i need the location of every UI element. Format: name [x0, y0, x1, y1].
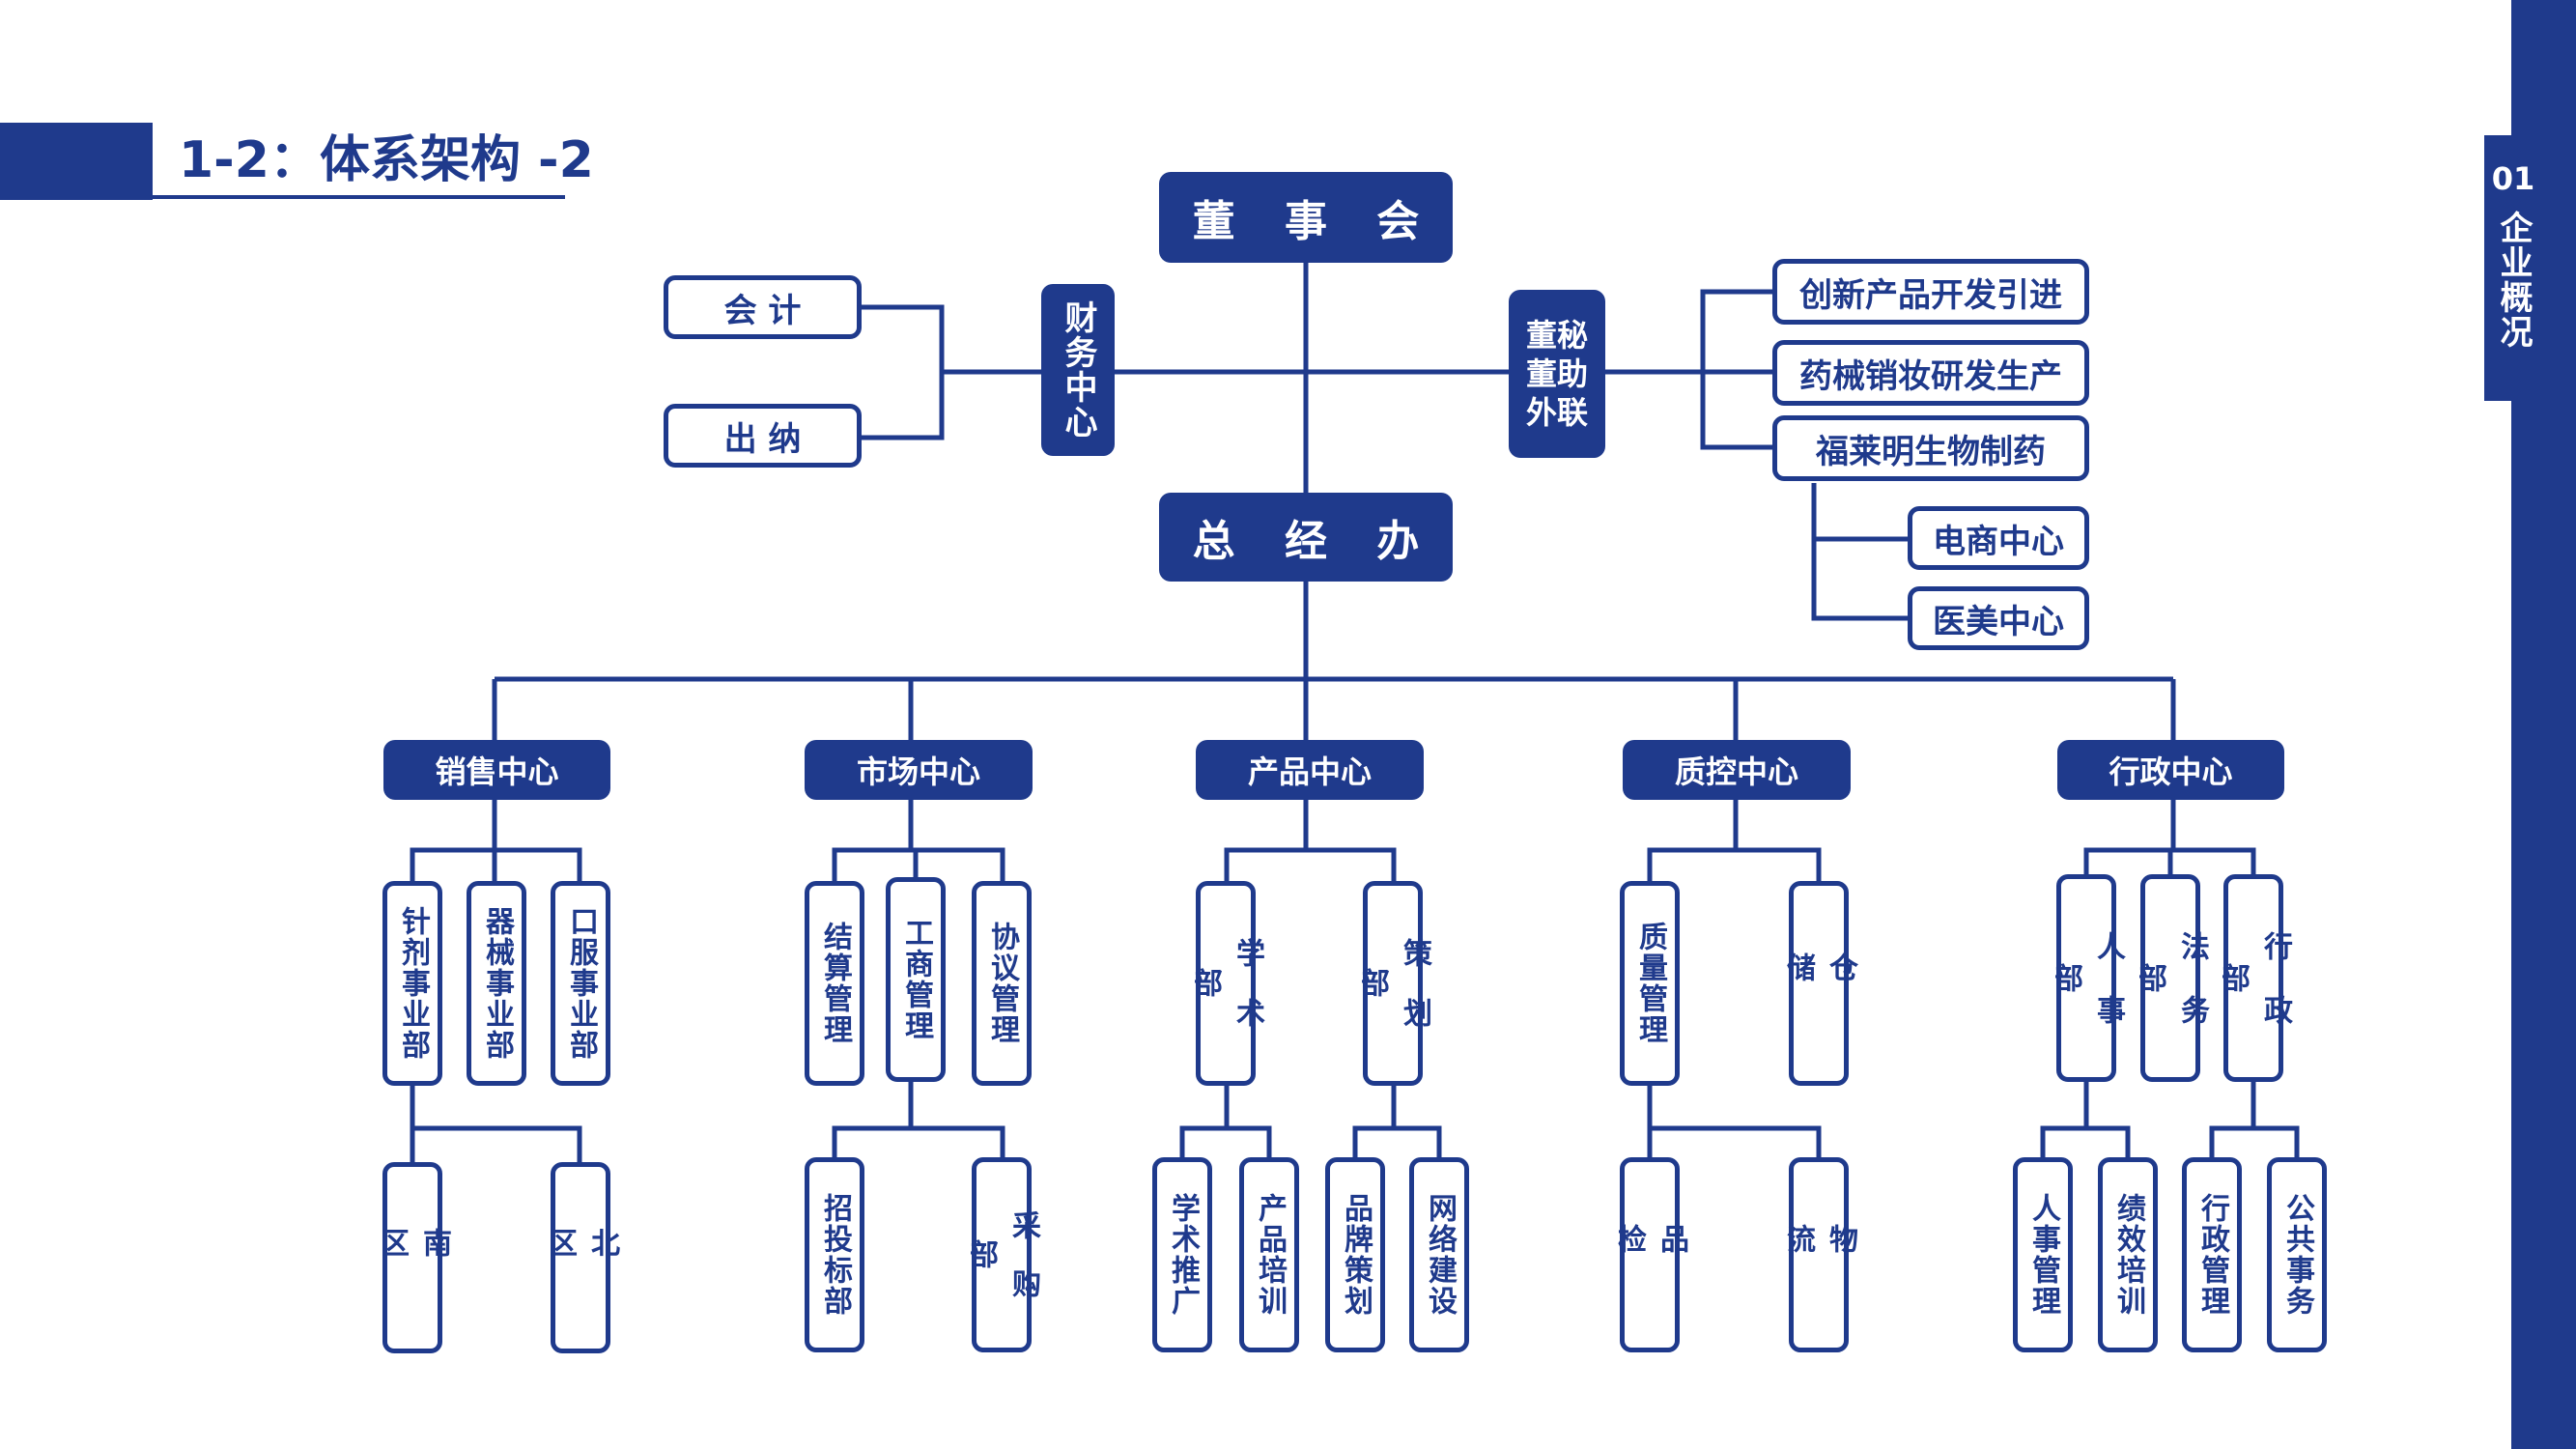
- product-brand-planning: 品牌策划: [1325, 1157, 1385, 1352]
- market-dept-agreement: 协议管理: [972, 881, 1032, 1086]
- header-accent-bar: [0, 123, 153, 200]
- section-label: 企业概况: [2494, 211, 2533, 350]
- market-dept-settlement: 结算管理: [805, 881, 864, 1086]
- sales-south-region: 南区: [375, 1162, 451, 1353]
- fulaiming-node: 福莱明生物制药: [1772, 415, 2089, 481]
- quality-logistics: 物流: [1781, 1157, 1857, 1352]
- product-dept-planning: 策划部: [1355, 881, 1431, 1086]
- finance-cashier-node: 出 纳: [664, 404, 862, 468]
- product-center-node: 产品中心: [1196, 740, 1424, 800]
- quality-dept-management: 质量管理: [1620, 881, 1680, 1086]
- innovation-node: 创新产品开发引进: [1772, 259, 2089, 325]
- product-network-building: 网络建设: [1409, 1157, 1469, 1352]
- market-bidding: 招投标部: [805, 1157, 864, 1352]
- admin-administrative-management: 行政管理: [2182, 1157, 2242, 1352]
- admin-hr-management: 人事管理: [2013, 1157, 2073, 1352]
- product-dept-academic: 学术部: [1188, 881, 1264, 1086]
- gm-office-node: 总 经 办: [1159, 493, 1453, 582]
- board-node: 董 事 会: [1159, 172, 1453, 263]
- admin-dept-legal: 法务部: [2133, 874, 2209, 1082]
- market-dept-commerce: 工商管理: [886, 877, 946, 1082]
- section-tab[interactable]: 01 企业概况: [2484, 135, 2542, 401]
- admin-performance-training: 绩效培训: [2098, 1157, 2158, 1352]
- rnd-production-node: 药械销妆研发生产: [1772, 340, 2089, 406]
- market-purchasing: 采购部: [964, 1157, 1040, 1352]
- admin-public-affairs: 公共事务: [2267, 1157, 2327, 1352]
- finance-center-node: 财务中心: [1041, 284, 1115, 456]
- quality-dept-storage: 仓储: [1781, 881, 1857, 1086]
- secretary-node: 董秘董助外联: [1509, 290, 1605, 458]
- sales-dept-oral: 口服事业部: [551, 881, 610, 1086]
- admin-dept-hr: 人事部: [2049, 874, 2125, 1082]
- sales-dept-device: 器械事业部: [467, 881, 526, 1086]
- section-number: 01: [2491, 160, 2535, 197]
- product-academic-promotion: 学术推广: [1152, 1157, 1212, 1352]
- title-underline: [153, 195, 565, 199]
- sales-north-region: 北区: [543, 1162, 619, 1353]
- finance-accounting-node: 会 计: [664, 275, 862, 339]
- market-center-node: 市场中心: [805, 740, 1033, 800]
- sales-dept-injection: 针剂事业部: [382, 881, 442, 1086]
- medical-beauty-node: 医美中心: [1908, 586, 2089, 650]
- quality-center-node: 质控中心: [1623, 740, 1851, 800]
- sales-center-node: 销售中心: [383, 740, 610, 800]
- ecommerce-node: 电商中心: [1908, 506, 2089, 570]
- quality-inspection: 品检: [1612, 1157, 1688, 1352]
- page-title: 1-2：体系架构 -2: [179, 131, 594, 189]
- product-training: 产品培训: [1239, 1157, 1299, 1352]
- admin-center-node: 行政中心: [2057, 740, 2284, 800]
- admin-dept-administration: 行政部: [2216, 874, 2292, 1082]
